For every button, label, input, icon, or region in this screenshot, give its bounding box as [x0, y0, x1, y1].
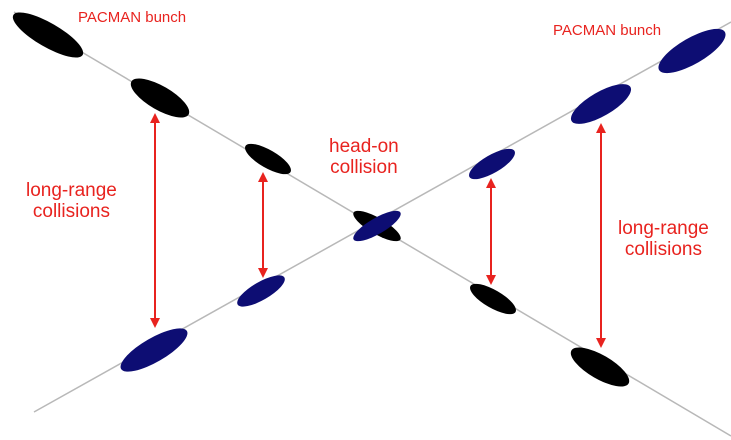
beam2-bunch-pacman [658, 28, 726, 74]
pacman-bunch-label-left: PACMAN bunch [78, 9, 187, 26]
beam2-bunch [237, 275, 285, 307]
long-range-collisions-label-right: long-range collisions [618, 218, 709, 261]
beam1-bunch [130, 78, 190, 118]
beam2-bunch [469, 148, 515, 180]
long-range-left-line-2: collisions [32, 201, 110, 223]
head-on-label-line-1: head-on [329, 136, 399, 157]
long-range-left-line-1: long-range [26, 180, 117, 201]
head-on-collision-label: head-on collision [329, 136, 399, 179]
long-range-collisions-label-left: long-range collisions [26, 180, 117, 223]
beam2-bunch-head-on [353, 210, 401, 242]
beam2-bunch [570, 84, 632, 124]
beam1-bunch [570, 347, 630, 387]
long-range-right-line-2: collisions [624, 239, 702, 261]
beam1-bunch [470, 283, 516, 315]
pacman-bunch-label-right: PACMAN bunch [553, 22, 662, 39]
beam2-bunch [120, 328, 188, 372]
beam1-bunch [245, 143, 291, 175]
beam1-bunch-pacman [12, 12, 84, 58]
head-on-label-line-2: collision [330, 157, 398, 179]
long-range-right-line-1: long-range [618, 218, 709, 239]
